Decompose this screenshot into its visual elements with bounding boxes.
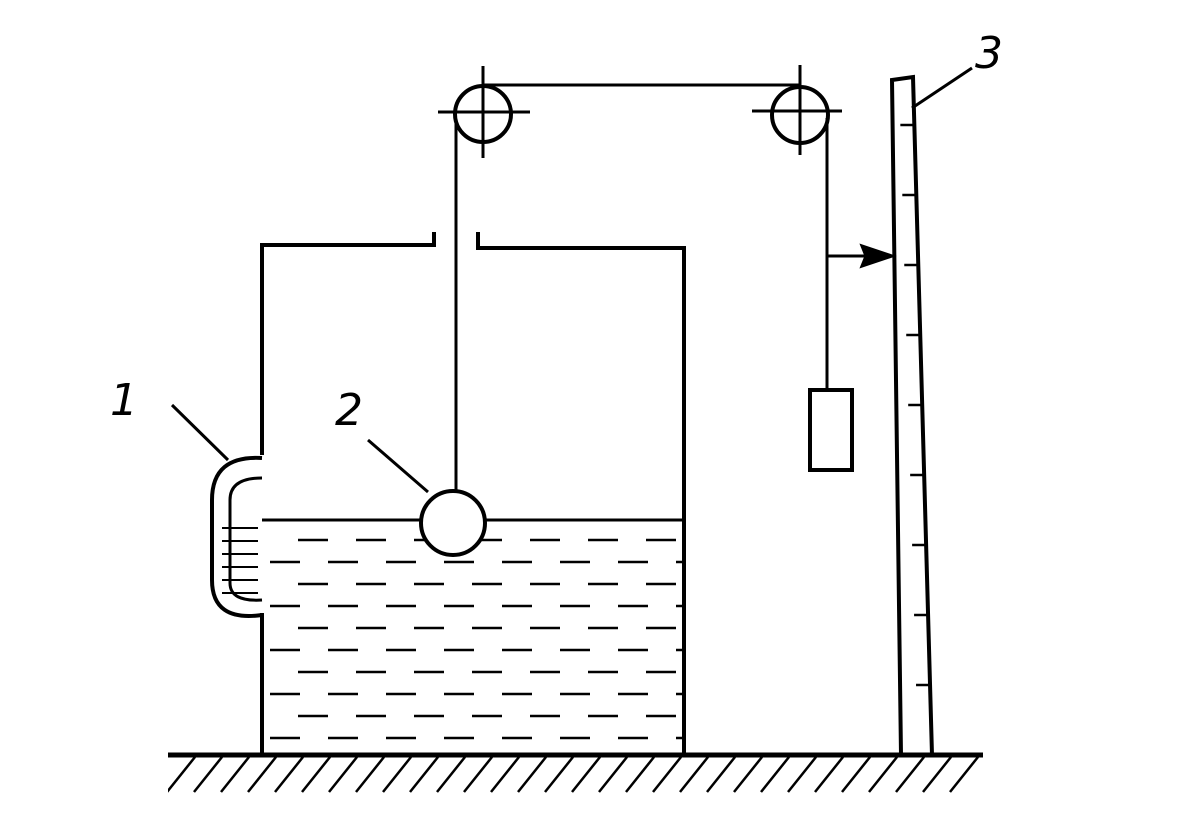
hatch-mark — [598, 756, 628, 793]
float — [419, 489, 487, 557]
hatch-mark — [355, 756, 385, 793]
label-scale: 3 — [975, 28, 1003, 79]
hatch-mark — [841, 756, 871, 793]
hatch-mark — [949, 756, 979, 793]
gauge-glass — [210, 455, 263, 618]
left-pulley — [438, 66, 530, 158]
hatch-mark — [868, 756, 898, 793]
hatch-mark — [517, 756, 547, 793]
scale-ticks — [900, 123, 931, 687]
hatch-mark — [220, 756, 250, 793]
leader-2 — [367, 438, 429, 494]
leader-3 — [911, 66, 973, 110]
right-pulley — [752, 65, 842, 155]
hatch-mark — [706, 756, 736, 793]
hatch-mark — [895, 756, 925, 793]
hatch-mark — [490, 756, 520, 793]
hatch-mark — [544, 756, 574, 793]
hatch-mark — [382, 756, 412, 793]
pulley-system — [438, 65, 897, 472]
tank — [260, 232, 686, 755]
tank-right-wall — [476, 232, 686, 755]
hatch-mark — [409, 756, 439, 793]
ground — [168, 752, 983, 793]
liquid — [270, 538, 684, 740]
hatch-mark — [168, 756, 196, 793]
leader-1 — [170, 403, 230, 462]
pointer-arrow — [859, 243, 897, 269]
hatch-mark — [922, 756, 952, 793]
hatch-mark — [679, 756, 709, 793]
hatch-mark — [625, 756, 655, 793]
hatch-mark — [193, 756, 223, 793]
ground-hatching — [168, 756, 979, 793]
hatch-mark — [733, 756, 763, 793]
label-gauge-glass: 1 — [110, 375, 138, 426]
hatch-mark — [436, 756, 466, 793]
tank-left-wall-upper — [260, 232, 436, 455]
hatch-mark — [787, 756, 817, 793]
label-float: 2 — [335, 385, 363, 436]
hatch-mark — [652, 756, 682, 793]
leader-lines — [170, 66, 973, 494]
hatch-mark — [571, 756, 601, 793]
hatch-mark — [760, 756, 790, 793]
hatch-mark — [247, 756, 277, 793]
scale — [889, 74, 934, 756]
hatch-mark — [463, 756, 493, 793]
float-assembly — [419, 120, 487, 557]
hatch-mark — [301, 756, 331, 793]
hatch-mark — [814, 756, 844, 793]
gauge-glass-liquid — [222, 527, 258, 594]
hatch-mark — [328, 756, 358, 793]
counterweight — [808, 388, 854, 472]
hatch-mark — [274, 756, 304, 793]
